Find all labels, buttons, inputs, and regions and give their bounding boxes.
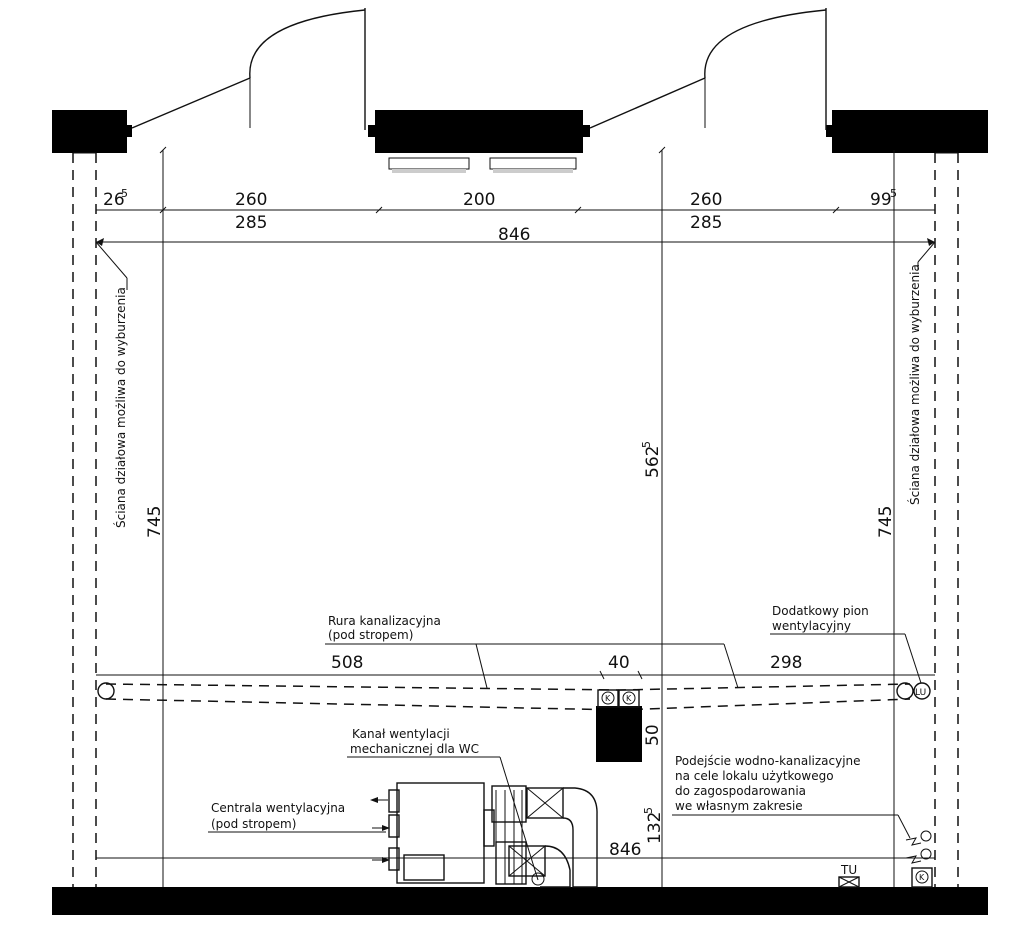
dim-562-center: 562 5 xyxy=(640,441,663,478)
partition-wall-right xyxy=(934,152,959,887)
dim-132: 132 5 xyxy=(642,807,665,844)
k-symbol-bottom: K xyxy=(911,867,933,888)
dim-298: 298 xyxy=(770,653,802,673)
svg-text:K: K xyxy=(919,873,925,882)
radiator-left xyxy=(388,157,470,173)
top-wall-left xyxy=(52,110,132,153)
svg-text:(pod stropem): (pod stropem) xyxy=(328,628,413,642)
dim-846-total: 846 xyxy=(498,225,530,245)
dim-50: 50 xyxy=(643,724,663,746)
dim-745-right: 745 xyxy=(876,506,896,538)
air-handler-unit xyxy=(370,782,495,884)
svg-text:132: 132 xyxy=(645,812,665,844)
svg-text:K: K xyxy=(605,694,611,703)
lu-riser-symbol: LU xyxy=(913,682,931,700)
svg-text:na cele lokalu użytkowego: na cele lokalu użytkowego xyxy=(675,769,834,783)
svg-text:TU: TU xyxy=(840,863,857,877)
dim-99-sup: 5 xyxy=(890,187,897,200)
bottom-wall xyxy=(52,887,988,915)
svg-text:Centrala wentylacyjna: Centrala wentylacyjna xyxy=(211,801,345,815)
dim-260-left: 260 xyxy=(235,190,267,210)
dim-99: 99 xyxy=(870,190,892,210)
svg-text:Dodatkowy pion: Dodatkowy pion xyxy=(772,604,869,618)
ventilation-shaft: K K xyxy=(596,689,642,762)
sewer-pipe xyxy=(96,670,935,711)
svg-text:K: K xyxy=(626,694,632,703)
dim-26: 26 xyxy=(103,190,125,210)
dim-26-sup: 5 xyxy=(121,187,128,200)
svg-text:wentylacyjny: wentylacyjny xyxy=(772,619,851,633)
svg-text:do zagospodarowania: do zagospodarowania xyxy=(675,784,806,798)
water-valves xyxy=(905,830,932,864)
svg-text:mechanicznej dla WC: mechanicznej dla WC xyxy=(350,742,479,756)
svg-text:Podejście wodno-kanalizacyjne: Podejście wodno-kanalizacyjne xyxy=(675,754,861,768)
dim-745-left: 745 xyxy=(145,506,165,538)
svg-text:5: 5 xyxy=(642,807,655,814)
ventilation-ducts xyxy=(491,785,598,888)
dim-285-right: 285 xyxy=(690,213,722,233)
svg-text:LU: LU xyxy=(915,688,926,698)
note-air-handler: Centrala wentylacyjna (pod stropem) xyxy=(208,801,386,833)
dim-200: 200 xyxy=(463,190,495,210)
note-sewer-pipe: Rura kanalizacyjna (pod stropem) xyxy=(325,614,739,689)
note-partition-right: Ściana działowa możliwa do wyburzenia xyxy=(907,264,922,505)
svg-text:(pod stropem): (pod stropem) xyxy=(211,817,296,831)
dim-846-bottom: 846 xyxy=(609,840,641,860)
note-partition-left: Ściana działowa możliwa do wyburzenia xyxy=(113,287,128,528)
door-left xyxy=(131,8,366,130)
top-wall-right xyxy=(826,110,988,153)
svg-text:we własnym zakresie: we własnym zakresie xyxy=(675,799,803,813)
radiator-right xyxy=(489,157,577,173)
dim-508: 508 xyxy=(331,653,363,673)
top-wall-center xyxy=(368,110,590,153)
note-ventilation-riser: Dodatkowy pion wentylacyjny xyxy=(770,604,922,684)
dim-260-right: 260 xyxy=(690,190,722,210)
note-wc-duct: Kanał wentylacji mechanicznej dla WC xyxy=(347,727,539,881)
dim-40: 40 xyxy=(608,653,630,673)
note-water-connection: Podejście wodno-kanalizacyjne na cele lo… xyxy=(672,754,911,839)
svg-text:562: 562 xyxy=(643,446,663,478)
svg-text:5: 5 xyxy=(640,441,653,448)
tu-symbol: TU xyxy=(838,863,860,888)
dim-285-left: 285 xyxy=(235,213,267,233)
door-right xyxy=(589,8,827,130)
svg-text:Rura kanalizacyjna: Rura kanalizacyjna xyxy=(328,614,441,628)
partition-wall-left xyxy=(72,152,97,887)
svg-text:Kanał wentylacji: Kanał wentylacji xyxy=(352,727,450,741)
